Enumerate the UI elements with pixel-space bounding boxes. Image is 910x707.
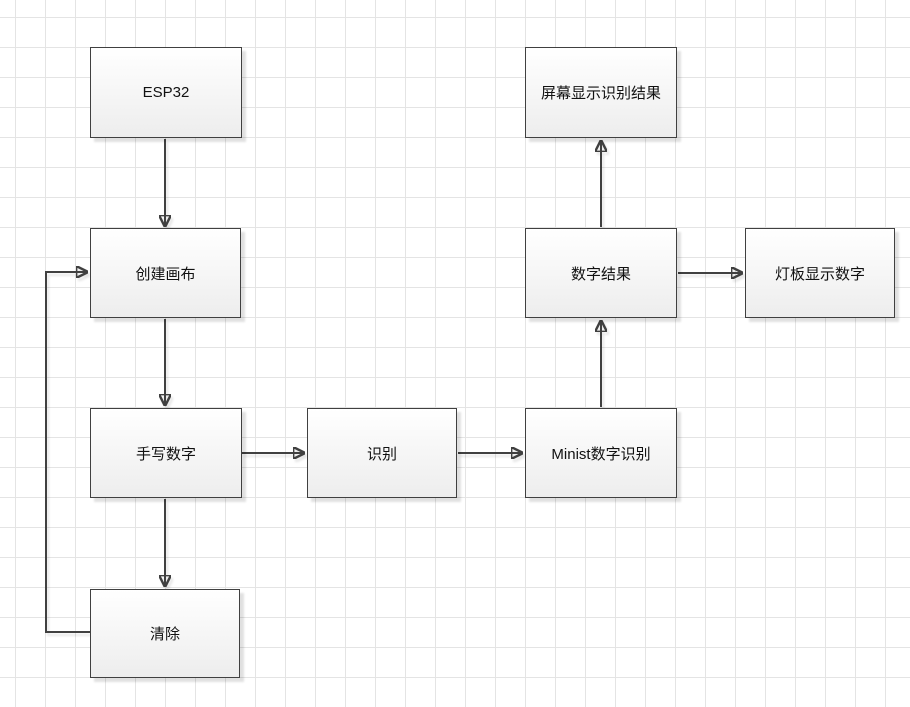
node-digit-result[interactable]: 数字结果 <box>525 228 677 318</box>
node-minist[interactable]: Minist数字识别 <box>525 408 677 498</box>
node-handwrite-digit-label: 手写数字 <box>135 445 196 463</box>
node-recognize[interactable]: 识别 <box>307 408 457 498</box>
node-screen-display-label: 屏幕显示识别结果 <box>540 85 661 102</box>
node-digit-result-label: 数字结果 <box>570 265 631 283</box>
node-create-canvas[interactable]: 创建画布 <box>90 228 241 318</box>
node-esp32[interactable]: ESP32 <box>90 47 242 138</box>
node-handwrite-digit[interactable]: 手写数字 <box>90 408 242 498</box>
node-esp32-label: ESP32 <box>142 84 190 101</box>
node-create-canvas-label: 创建画布 <box>135 265 196 283</box>
node-lightboard-label: 灯板显示数字 <box>774 265 865 283</box>
node-clear-label: 清除 <box>149 626 180 643</box>
node-recognize-label: 识别 <box>366 445 397 463</box>
edge-clear-to-create-canvas-loop <box>45 272 90 633</box>
node-screen-display[interactable]: 屏幕显示识别结果 <box>525 47 677 138</box>
node-clear[interactable]: 清除 <box>90 589 240 678</box>
node-minist-label: Minist数字识别 <box>551 445 651 463</box>
node-lightboard[interactable]: 灯板显示数字 <box>745 228 895 318</box>
